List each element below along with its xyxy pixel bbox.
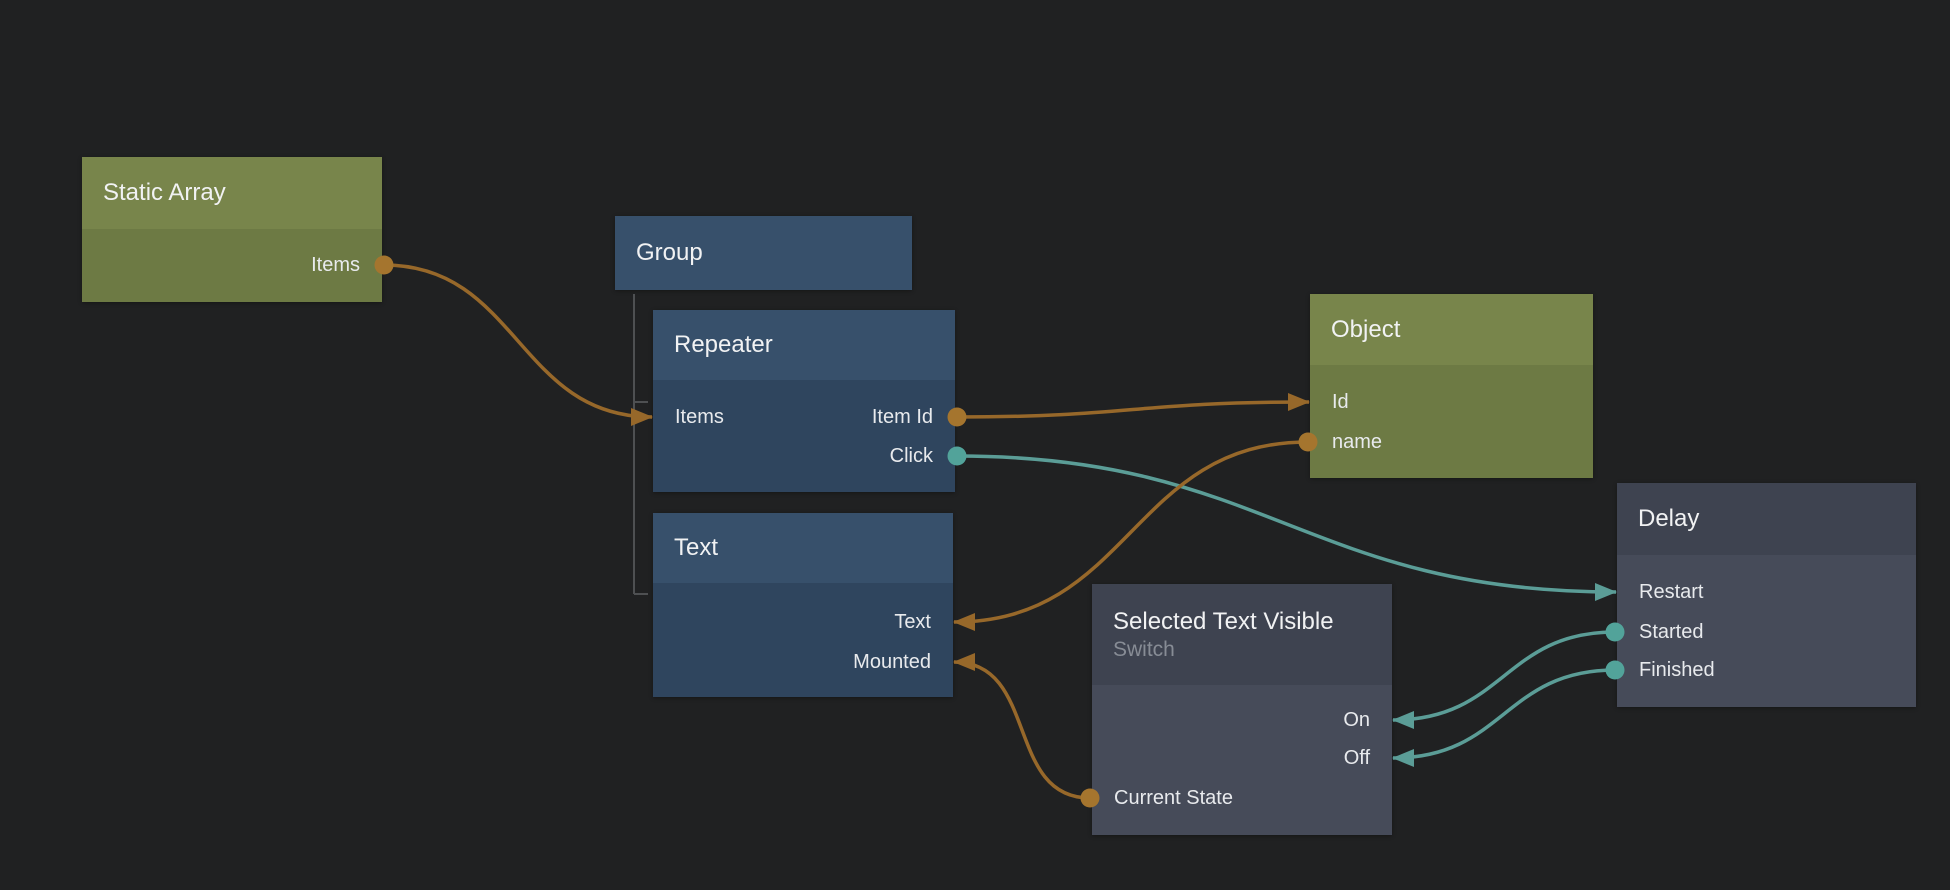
- wire-repeater-click-to-delay-restart[interactable]: [956, 454, 1617, 601]
- port-static-array-items[interactable]: Items: [311, 254, 360, 276]
- node-body: [1310, 365, 1593, 478]
- wire-delay-started-to-switch-on[interactable]: [1392, 630, 1616, 729]
- node-header[interactable]: Static Array: [82, 157, 382, 229]
- port-dot-object-name[interactable]: [1298, 432, 1318, 452]
- wire-delay-finished-to-switch-off[interactable]: [1392, 668, 1616, 767]
- node-title: Object: [1331, 315, 1401, 343]
- port-repeater-items[interactable]: Items: [675, 406, 724, 428]
- node-header[interactable]: Group: [615, 216, 912, 290]
- node-title: Group: [636, 239, 703, 266]
- port-delay-finished[interactable]: Finished: [1639, 659, 1715, 681]
- node-header[interactable]: Delay: [1617, 483, 1916, 555]
- node-title: Static Array: [103, 179, 226, 206]
- node-title: Text: [674, 534, 719, 561]
- wire-repeater-item-id-to-object-id[interactable]: [956, 393, 1310, 419]
- port-text-text[interactable]: Text: [894, 611, 931, 633]
- node-body: [653, 583, 953, 697]
- port-dot-repeater-item-id[interactable]: [947, 407, 967, 427]
- node-group[interactable]: Group: [615, 216, 912, 290]
- port-dot-delay-started[interactable]: [1605, 622, 1625, 642]
- port-delay-started[interactable]: Started: [1639, 621, 1704, 643]
- wire-switch-current-state-to-text-mounted[interactable]: [953, 653, 1091, 800]
- node-body: [653, 380, 955, 492]
- node-body: [1092, 685, 1392, 835]
- node-body: [82, 229, 382, 302]
- port-dot-repeater-click[interactable]: [947, 446, 967, 466]
- wire-static-array-items-to-repeater-items[interactable]: [383, 263, 653, 426]
- port-dot-switch-current-state[interactable]: [1080, 788, 1100, 808]
- port-delay-restart[interactable]: Restart: [1639, 581, 1704, 603]
- node-subtitle: Switch: [1113, 637, 1175, 661]
- node-title: Selected Text Visible: [1113, 607, 1334, 635]
- port-object-name[interactable]: name: [1332, 431, 1383, 453]
- port-text-mounted[interactable]: Mounted: [853, 651, 931, 673]
- port-repeater-click[interactable]: Click: [889, 445, 933, 467]
- node-header[interactable]: Object: [1310, 294, 1593, 365]
- port-dot-delay-finished[interactable]: [1605, 660, 1625, 680]
- port-switch-on[interactable]: On: [1343, 709, 1370, 731]
- node-header[interactable]: Repeater: [653, 310, 955, 380]
- port-switch-current-state[interactable]: Current State: [1114, 787, 1233, 809]
- node-body: [1617, 555, 1916, 707]
- node-header[interactable]: Text: [653, 513, 953, 583]
- wire-object-name-to-text-text[interactable]: [953, 440, 1309, 631]
- node-title: Repeater: [674, 331, 773, 358]
- port-repeater-item-id[interactable]: Item Id: [871, 406, 933, 428]
- port-object-id[interactable]: Id: [1332, 391, 1349, 413]
- port-switch-off[interactable]: Off: [1343, 747, 1370, 769]
- node-title: Delay: [1638, 505, 1700, 532]
- port-dot-static-array-items[interactable]: [374, 255, 394, 275]
